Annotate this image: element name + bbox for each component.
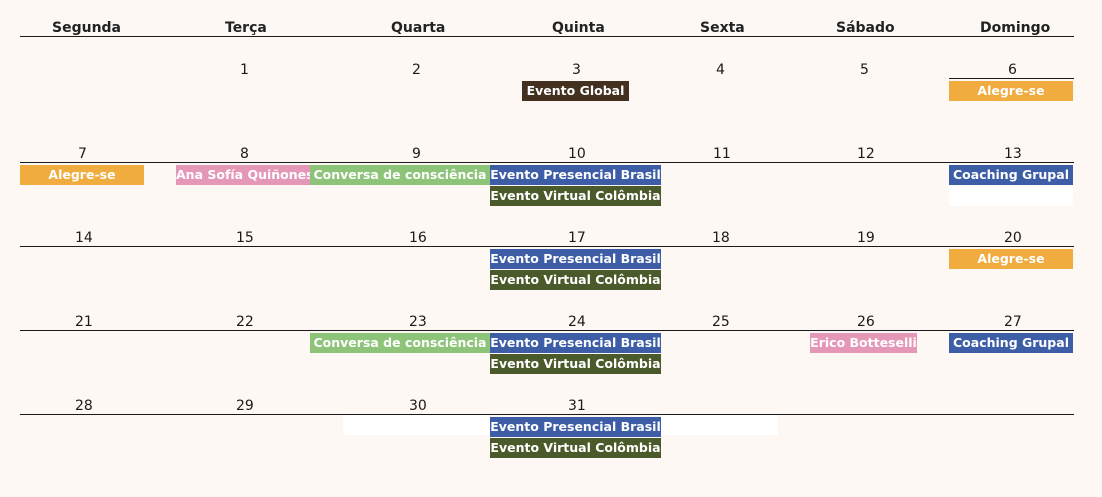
event-evento-presencial-brasil[interactable]: Evento Presencial Brasil <box>490 165 661 185</box>
day-8[interactable]: 8 <box>240 146 249 162</box>
event-alegre-se[interactable]: Alegre-se <box>949 81 1073 101</box>
weekday-quinta: Quinta <box>552 20 605 36</box>
week1-divider <box>949 78 1074 79</box>
day-11[interactable]: 11 <box>713 146 731 162</box>
event-alegre-se[interactable]: Alegre-se <box>949 249 1073 269</box>
empty-slot <box>949 186 1073 206</box>
event-evento-virtual-colombia[interactable]: Evento Virtual Colômbia <box>490 186 661 206</box>
day-12[interactable]: 12 <box>857 146 875 162</box>
day-27[interactable]: 27 <box>1004 314 1022 330</box>
event-conversa-de-consciencia[interactable]: Conversa de consciência <box>310 333 490 353</box>
week5-divider <box>20 414 1074 415</box>
event-evento-presencial-brasil[interactable]: Evento Presencial Brasil <box>490 417 661 437</box>
event-coaching-grupal[interactable]: Coaching Grupal <box>949 333 1073 353</box>
event-evento-virtual-colombia[interactable]: Evento Virtual Colômbia <box>490 438 661 458</box>
event-ana-sofia-quinones[interactable]: Ana Sofía Quiñones <box>176 165 310 185</box>
day-31[interactable]: 31 <box>568 398 586 414</box>
weekday-segunda: Segunda <box>52 20 122 36</box>
day-15[interactable]: 15 <box>236 230 254 246</box>
day-2[interactable]: 2 <box>412 62 421 78</box>
day-30[interactable]: 30 <box>409 398 427 414</box>
event-evento-virtual-colombia[interactable]: Evento Virtual Colômbia <box>490 354 661 374</box>
day-17[interactable]: 17 <box>568 230 586 246</box>
day-24[interactable]: 24 <box>568 314 586 330</box>
day-26[interactable]: 26 <box>857 314 875 330</box>
day-4[interactable]: 4 <box>716 62 725 78</box>
day-13[interactable]: 13 <box>1004 146 1022 162</box>
empty-slot <box>343 415 490 435</box>
day-5[interactable]: 5 <box>860 62 869 78</box>
day-28[interactable]: 28 <box>75 398 93 414</box>
day-14[interactable]: 14 <box>75 230 93 246</box>
event-evento-global[interactable]: Evento Global <box>522 81 629 101</box>
day-23[interactable]: 23 <box>409 314 427 330</box>
empty-slot <box>661 415 778 435</box>
day-3[interactable]: 3 <box>572 62 581 78</box>
day-10[interactable]: 10 <box>568 146 586 162</box>
week4-divider <box>20 330 1074 331</box>
week2-divider <box>20 162 1074 163</box>
event-evento-presencial-brasil[interactable]: Evento Presencial Brasil <box>490 333 661 353</box>
day-18[interactable]: 18 <box>712 230 730 246</box>
event-evento-virtual-colombia[interactable]: Evento Virtual Colômbia <box>490 270 661 290</box>
day-16[interactable]: 16 <box>409 230 427 246</box>
day-20[interactable]: 20 <box>1004 230 1022 246</box>
day-29[interactable]: 29 <box>236 398 254 414</box>
day-21[interactable]: 21 <box>75 314 93 330</box>
weekday-sabado: Sábado <box>836 20 895 36</box>
day-9[interactable]: 9 <box>412 146 421 162</box>
day-6[interactable]: 6 <box>1008 62 1017 78</box>
day-19[interactable]: 19 <box>857 230 875 246</box>
day-7[interactable]: 7 <box>78 146 87 162</box>
event-erico-botteselli[interactable]: Erico Botteselli <box>810 333 917 353</box>
event-evento-presencial-brasil[interactable]: Evento Presencial Brasil <box>490 249 661 269</box>
day-22[interactable]: 22 <box>236 314 254 330</box>
week3-divider <box>20 246 1074 247</box>
weekday-domingo: Domingo <box>980 20 1051 36</box>
event-coaching-grupal[interactable]: Coaching Grupal <box>949 165 1073 185</box>
weekday-quarta: Quarta <box>391 20 446 36</box>
weekday-terca: Terça <box>225 20 267 36</box>
event-conversa-de-consciencia[interactable]: Conversa de consciência <box>310 165 490 185</box>
header-divider <box>20 36 1074 37</box>
day-25[interactable]: 25 <box>712 314 730 330</box>
day-1[interactable]: 1 <box>240 62 249 78</box>
event-alegre-se[interactable]: Alegre-se <box>20 165 144 185</box>
weekday-sexta: Sexta <box>700 20 745 36</box>
